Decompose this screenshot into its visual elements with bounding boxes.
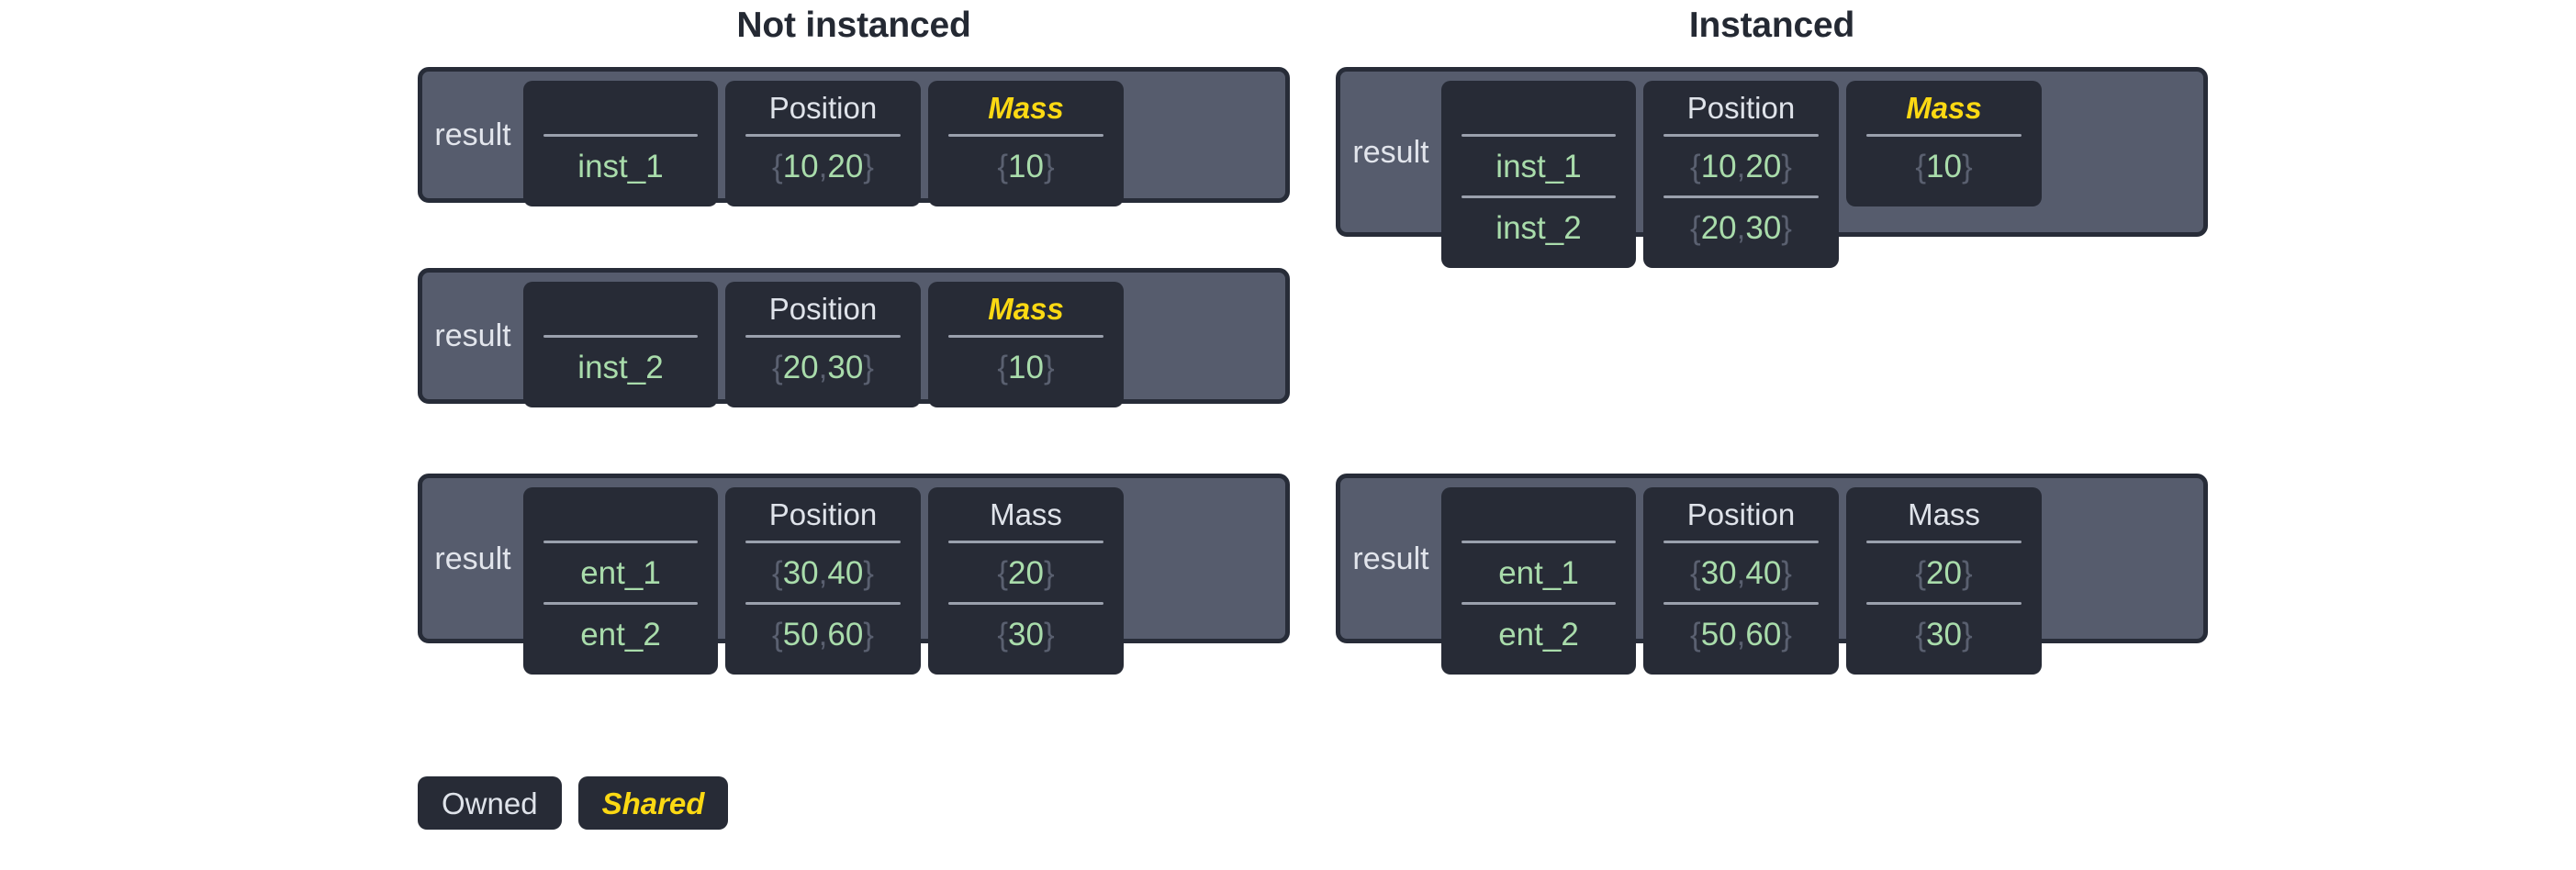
column-header: Position	[768, 291, 878, 326]
row-divider	[543, 134, 698, 137]
row-divider	[1462, 541, 1616, 543]
row-divider	[1462, 602, 1616, 605]
column-header: Mass	[988, 291, 1064, 326]
column-heading-instanced: Instanced	[1688, 6, 1855, 45]
column-header	[523, 81, 718, 134]
row-divider	[745, 602, 901, 605]
row-divider	[1462, 134, 1616, 137]
row-divider	[1866, 134, 2022, 137]
column-header	[1441, 81, 1636, 134]
row-divider	[543, 335, 698, 338]
row-divider	[1663, 195, 1819, 198]
column-header	[523, 282, 718, 335]
row-divider	[1866, 541, 2022, 543]
row-divider	[745, 541, 901, 543]
row-divider	[948, 335, 1103, 338]
row-divider	[1866, 602, 2022, 605]
row-divider	[1663, 602, 1819, 605]
result-label: result	[1352, 134, 1429, 170]
result-label: result	[434, 541, 511, 576]
row-divider	[1663, 134, 1819, 137]
row-divider	[745, 335, 901, 338]
column-header: Position	[1686, 90, 1796, 125]
column-header	[523, 487, 718, 541]
legend-chip-shared: Shared	[577, 776, 729, 830]
row-divider	[543, 602, 698, 605]
column-header: Mass	[988, 90, 1064, 125]
row-divider	[745, 134, 901, 137]
legend-chip-owned: Owned	[418, 776, 562, 830]
row-divider	[948, 134, 1103, 137]
column-header: Mass	[1908, 496, 1980, 531]
result-label: result	[1352, 541, 1429, 576]
row-divider	[948, 541, 1103, 543]
row-divider	[1462, 195, 1616, 198]
row-divider	[543, 541, 698, 543]
column-heading-not-instanced: Not instanced	[736, 6, 971, 45]
column-header: Mass	[1906, 90, 1982, 125]
result-label: result	[434, 117, 511, 152]
result-label: result	[434, 318, 511, 353]
legend: Owned Shared	[418, 776, 729, 830]
column-header	[1441, 487, 1636, 541]
column-header: Position	[768, 496, 878, 531]
column-header: Position	[1686, 496, 1796, 531]
column-header: Position	[768, 90, 878, 125]
column-header: Mass	[990, 496, 1062, 531]
row-divider	[948, 602, 1103, 605]
row-divider	[1663, 541, 1819, 543]
